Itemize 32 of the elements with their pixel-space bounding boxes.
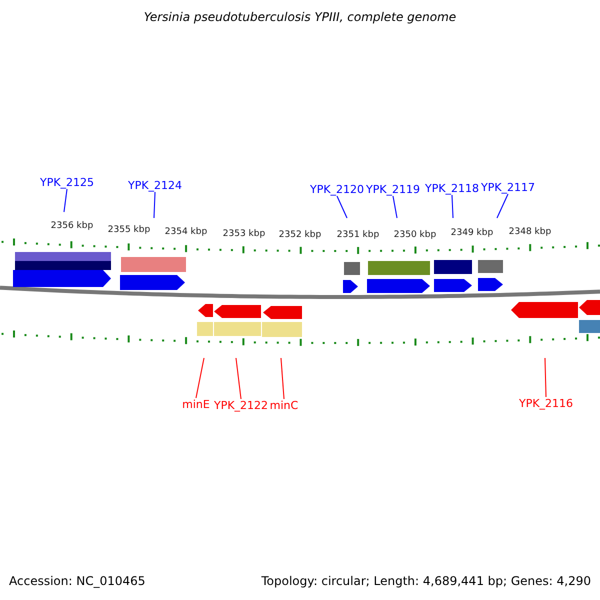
gene-label: YPK_2117	[480, 182, 536, 193]
title: Yersinia pseudotuberculosis YPIII, complete genome	[142, 11, 458, 23]
gene-label: YPK_2118	[424, 183, 480, 194]
scale-label: 2351 kbp	[336, 231, 380, 240]
leader-line	[236, 358, 242, 400]
gene-label: minE	[182, 399, 210, 410]
accession-note: Accession: NC_010465	[9, 575, 146, 587]
leader-line	[280, 358, 284, 400]
leader-line	[64, 188, 68, 212]
scale-label: 2354 kbp	[164, 228, 208, 237]
gene-label: YPK_2124	[128, 180, 182, 191]
genome-summary: Topology: circular; Length: 4,689,441 bp; Genes: 4,290	[261, 575, 591, 587]
gene-label: YPK_2119	[366, 184, 420, 195]
scale-label: 2349 kbp	[450, 229, 494, 238]
gene-label: minC	[270, 400, 298, 411]
leader-line	[452, 194, 454, 218]
gene-label: YPK_2120	[310, 184, 364, 195]
scale-label: 2348 kbp	[508, 228, 552, 237]
gene-label: YPK_2116	[518, 398, 574, 409]
leader-line	[544, 358, 546, 398]
gene-label: YPK_2122	[214, 400, 268, 411]
leader-line	[154, 192, 156, 218]
scale-label: 2352 kbp	[278, 231, 322, 240]
leader-line	[392, 196, 398, 218]
leader-line	[336, 196, 348, 218]
leader-line	[496, 194, 508, 218]
scale-label: 2350 kbp	[394, 231, 436, 240]
scale-label: 2356 kbp	[50, 222, 94, 231]
scale-label: 2355 kbp	[108, 226, 150, 235]
scale-label: 2353 kbp	[222, 230, 266, 239]
leader-line	[196, 358, 204, 398]
gene-label: YPK_2125	[40, 177, 94, 188]
